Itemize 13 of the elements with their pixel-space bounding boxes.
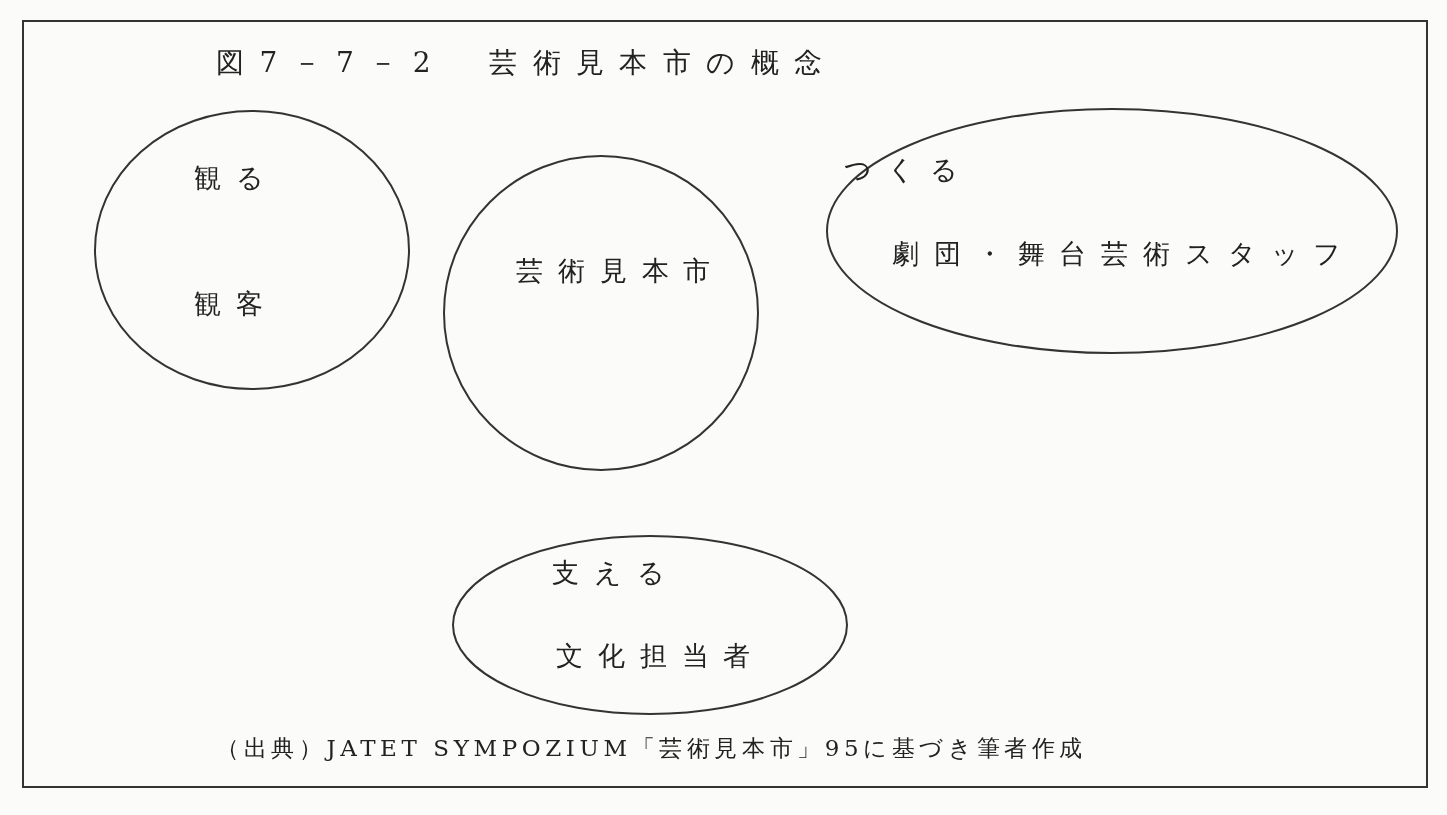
node-label: 支える <box>552 557 680 590</box>
node-label: 劇団・舞台芸術スタッフ <box>892 238 1357 271</box>
source-caption: （出典）JATET SYMPOZIUM「芸術見本市」95に基づき筆者作成 <box>216 734 1088 763</box>
node-label: つくる <box>844 154 973 187</box>
ellipse-node <box>826 108 1398 354</box>
node-label: 観る <box>194 162 279 195</box>
node-label: 芸術見本市 <box>516 255 726 288</box>
ellipse-node <box>443 155 759 471</box>
ellipse-node <box>94 110 410 390</box>
node-label: 文化担当者 <box>556 640 766 673</box>
node-label: 観客 <box>194 288 278 321</box>
figure-title: 図7－7－2 芸術見本市の概念 <box>216 45 838 81</box>
ellipse-node <box>452 535 848 715</box>
